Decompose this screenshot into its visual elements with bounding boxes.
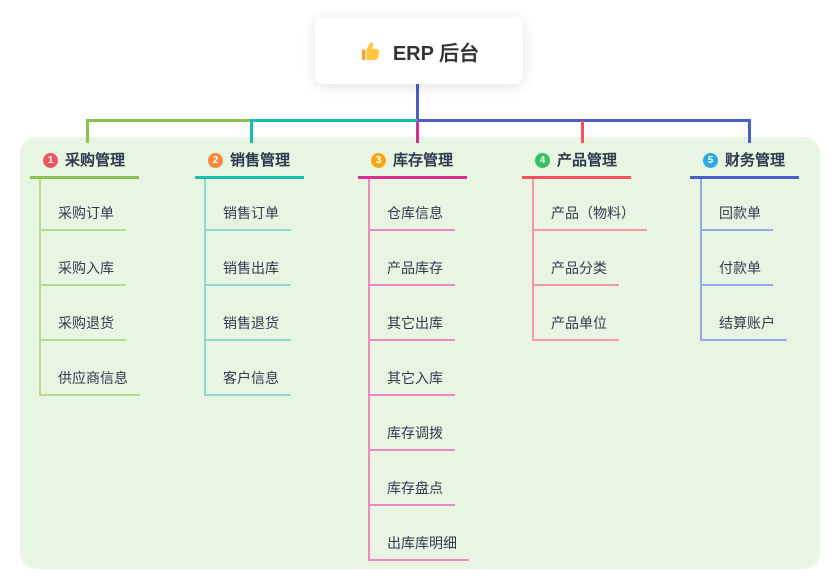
branch-label: 销售管理	[230, 152, 291, 169]
branch-label: 财务管理	[725, 152, 786, 169]
branch-rail	[39, 177, 41, 396]
root-node[interactable]: ERP 后台	[315, 18, 523, 84]
child-node[interactable]: 其它出库	[368, 313, 455, 341]
connector-horizontal-teal	[252, 119, 418, 122]
child-node[interactable]: 其它入库	[368, 368, 455, 396]
branch-node-inventory[interactable]: 3 库存管理	[358, 150, 468, 179]
connector-drop-purchase	[86, 119, 89, 143]
number-badge: 3	[371, 153, 386, 168]
child-node[interactable]: 销售订单	[204, 203, 291, 231]
connector-horizontal-green	[86, 119, 252, 122]
child-node[interactable]: 结算账户	[700, 313, 787, 341]
number-badge: 5	[703, 153, 718, 168]
child-node[interactable]: 产品单位	[532, 313, 619, 341]
child-node[interactable]: 产品分类	[532, 258, 619, 286]
connector-drop-inventory	[416, 121, 419, 143]
branch-label: 产品管理	[557, 152, 618, 169]
child-node[interactable]: 产品（物料）	[532, 203, 647, 231]
branch-node-finance[interactable]: 5 财务管理	[690, 150, 800, 179]
branch-label: 库存管理	[393, 152, 454, 169]
child-node[interactable]: 库存盘点	[368, 478, 455, 506]
connector-root-trunk	[416, 84, 419, 122]
number-badge: 1	[43, 153, 58, 168]
branch-label: 采购管理	[65, 152, 126, 169]
connector-drop-product	[581, 121, 584, 143]
child-node[interactable]: 库存调拨	[368, 423, 455, 451]
child-node[interactable]: 销售退货	[204, 313, 291, 341]
branch-rail	[368, 177, 370, 561]
branch-rail	[700, 177, 702, 341]
branch-node-sales[interactable]: 2 销售管理	[195, 150, 305, 179]
child-node[interactable]: 采购订单	[39, 203, 126, 231]
connector-drop-sales	[250, 119, 253, 143]
number-badge: 2	[208, 153, 223, 168]
child-node[interactable]: 销售出库	[204, 258, 291, 286]
child-node[interactable]: 回款单	[700, 203, 773, 231]
child-node[interactable]: 采购入库	[39, 258, 126, 286]
child-node[interactable]: 产品库存	[368, 258, 455, 286]
branch-node-product[interactable]: 4 产品管理	[522, 150, 632, 179]
connector-horizontal-blue	[418, 119, 751, 122]
child-node[interactable]: 出库库明细	[368, 533, 469, 561]
branch-rail	[204, 177, 206, 396]
background-panel	[20, 137, 820, 569]
root-title: ERP 后台	[392, 42, 480, 65]
child-node[interactable]: 采购退货	[39, 313, 126, 341]
child-node[interactable]: 客户信息	[204, 368, 291, 396]
child-node[interactable]: 供应商信息	[39, 368, 140, 396]
branch-node-purchase[interactable]: 1 采购管理	[30, 150, 140, 179]
child-node[interactable]: 付款单	[700, 258, 773, 286]
number-badge: 4	[535, 153, 550, 168]
thumbs-up-icon	[359, 39, 383, 63]
branch-rail	[532, 177, 534, 341]
connector-drop-finance	[748, 119, 751, 143]
child-node[interactable]: 仓库信息	[368, 203, 455, 231]
